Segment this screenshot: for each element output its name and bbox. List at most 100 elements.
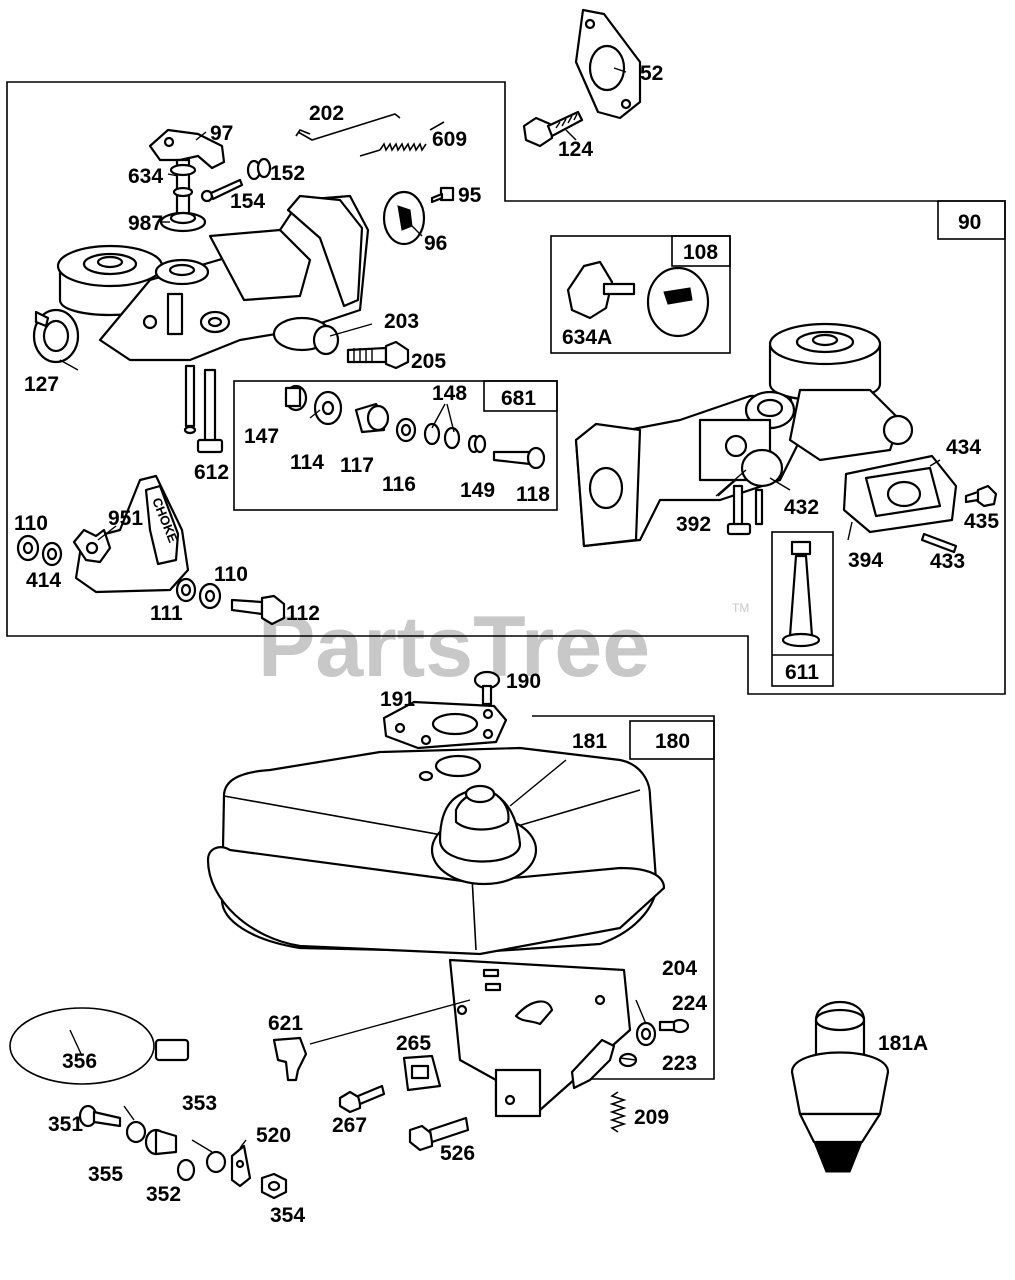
label-951: 951 <box>108 507 143 530</box>
gasket-191 <box>382 700 508 750</box>
washer-414 <box>41 541 63 567</box>
label-203: 203 <box>384 310 419 333</box>
label-181: 181 <box>572 730 607 753</box>
label-124: 124 <box>558 138 593 161</box>
label-111: 111 <box>150 602 183 625</box>
label-148: 148 <box>432 382 467 405</box>
pin-433 <box>920 532 958 554</box>
washer-152 <box>246 157 272 181</box>
screw-190 <box>473 670 501 706</box>
screw-267 <box>338 1084 386 1114</box>
label-118: 118 <box>516 483 550 506</box>
washer-110-left <box>16 534 40 562</box>
leader-lines <box>59 67 941 1153</box>
label-181A: 181A <box>878 1032 928 1055</box>
label-114: 114 <box>290 451 324 474</box>
label-434: 434 <box>946 436 981 459</box>
watermark-trademark: TM <box>732 601 749 615</box>
label-355: 355 <box>88 1163 123 1186</box>
fuel-pipe-611 <box>781 540 821 648</box>
link-rod-202 <box>295 113 401 141</box>
label-154: 154 <box>230 190 265 213</box>
fitting-117 <box>354 402 390 434</box>
spark-wire-356 <box>9 1007 190 1085</box>
fuel-cap-181A <box>790 1000 890 1173</box>
label-191: 191 <box>380 688 415 711</box>
lever-223 <box>570 1038 638 1090</box>
label-205: 205 <box>411 350 446 373</box>
label-432: 432 <box>784 496 819 519</box>
screw-205 <box>346 340 410 370</box>
screw-154 <box>200 178 244 203</box>
label-223: 223 <box>662 1052 697 1075</box>
bracket-520 <box>230 1144 252 1188</box>
label-394: 394 <box>848 549 883 572</box>
choke-shaft-634A <box>566 260 636 320</box>
spring-609 <box>359 121 445 157</box>
gasket-52 <box>574 8 642 120</box>
label-433: 433 <box>930 550 965 573</box>
box-180 <box>629 720 715 760</box>
nut-354 <box>260 1172 288 1200</box>
box-108 <box>671 235 731 267</box>
label-987: 987 <box>128 212 163 235</box>
o-rings-148 <box>423 422 461 450</box>
label-414: 414 <box>26 569 61 592</box>
screw-124 <box>522 110 584 148</box>
label-112: 112 <box>286 602 320 625</box>
label-95: 95 <box>458 184 482 207</box>
label-621: 621 <box>268 1012 303 1035</box>
box-90-label: 90 <box>958 211 981 234</box>
bushing-355 <box>144 1128 178 1156</box>
label-526: 526 <box>440 1142 475 1165</box>
seat-147 <box>284 384 308 412</box>
clip-621 <box>272 1036 308 1082</box>
label-267: 267 <box>332 1114 367 1137</box>
diaphragm-394 <box>842 454 958 534</box>
screw-435 <box>964 484 998 508</box>
washer-110-right <box>198 582 222 610</box>
screw-95 <box>430 186 455 204</box>
washer-204 <box>635 1021 657 1047</box>
label-96: 96 <box>424 232 447 255</box>
label-152: 152 <box>270 162 305 185</box>
clip-265 <box>402 1054 442 1092</box>
label-190: 190 <box>506 670 541 693</box>
label-351: 351 <box>48 1113 83 1136</box>
watermark: PartsTree <box>258 599 650 695</box>
choke-valve-108 <box>646 266 710 338</box>
choke-plate-951: CHOKE <box>72 474 190 594</box>
label-116: 116 <box>382 473 416 496</box>
label-354: 354 <box>270 1204 305 1227</box>
washer-116 <box>395 417 417 443</box>
assembly-90-outline <box>6 81 1006 695</box>
label-435: 435 <box>964 510 999 533</box>
screw-112 <box>230 594 286 626</box>
label-352: 352 <box>146 1183 181 1206</box>
box-90 <box>937 200 1006 240</box>
box-611-label: 611 <box>785 661 819 684</box>
label-634: 634 <box>128 165 163 188</box>
throttle-plate-96 <box>382 190 426 246</box>
label-52: 52 <box>640 62 663 85</box>
label-634A: 634A <box>562 326 612 349</box>
spring-149 <box>467 434 487 454</box>
label-356: 356 <box>62 1050 97 1073</box>
label-117: 117 <box>340 454 374 477</box>
box-681 <box>483 380 558 412</box>
label-110-right: 110 <box>214 563 248 586</box>
assembly-180-outline <box>532 715 715 1080</box>
throttle-lever-97 <box>148 128 226 170</box>
label-609: 609 <box>432 128 467 151</box>
carburetor-body-127 <box>32 194 370 435</box>
label-265: 265 <box>396 1032 431 1055</box>
label-353: 353 <box>182 1092 217 1115</box>
label-110-left: 110 <box>14 512 48 535</box>
label-149: 149 <box>460 479 495 502</box>
label-204: 204 <box>662 957 697 980</box>
spring-209 <box>609 1091 627 1133</box>
washer-353 <box>125 1120 147 1144</box>
box-180-label: 180 <box>655 730 690 753</box>
washer-114 <box>313 390 343 426</box>
box-108-outline <box>550 235 731 354</box>
